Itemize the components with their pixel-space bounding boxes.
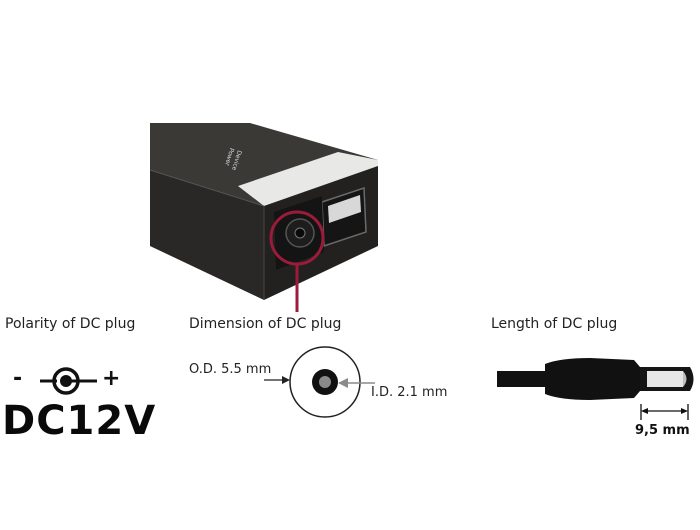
polarity-title: Polarity of DC plug	[5, 316, 136, 332]
plug-barrel-shine	[647, 371, 683, 387]
id-arrow-icon	[338, 378, 348, 388]
plug-inner-pin	[319, 376, 331, 388]
length-arrow-left-icon	[641, 408, 648, 414]
dimension-diagram	[264, 346, 375, 418]
polarity-symbol	[40, 367, 97, 395]
polarity-minus: -	[13, 366, 23, 391]
inner-diameter-label: I.D. 2.1 mm	[371, 385, 448, 400]
length-title: Length of DC plug	[491, 316, 618, 332]
length-diagram	[497, 358, 694, 420]
od-arrow-icon	[282, 376, 290, 384]
plug-length-label: 9,5 mm	[635, 423, 690, 438]
plug-body	[545, 358, 640, 400]
dc-jack-highlight	[269, 210, 325, 312]
device-top-label-strip	[238, 152, 378, 206]
outer-diameter-label: O.D. 5.5 mm	[189, 362, 272, 377]
usb-hub-device: Device Power	[149, 123, 378, 300]
dimension-title: Dimension of DC plug	[189, 316, 342, 332]
polarity-plus: +	[102, 366, 121, 391]
dc-voltage-label: DC12V	[2, 398, 157, 444]
plug-cable	[497, 371, 549, 387]
device-side-face	[150, 170, 264, 300]
length-arrow-right-icon	[681, 408, 688, 414]
